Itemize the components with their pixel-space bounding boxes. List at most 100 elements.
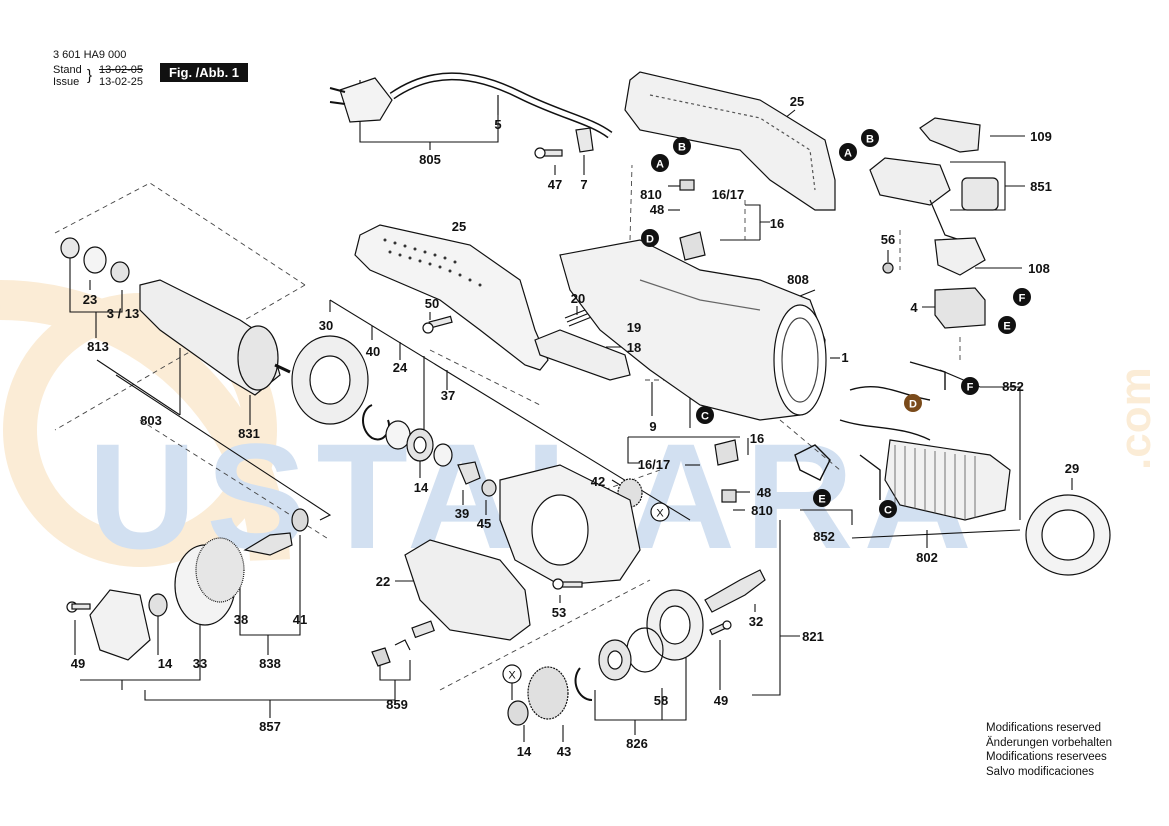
marker-x-mid: X bbox=[650, 502, 670, 522]
issue-label: Issue bbox=[53, 76, 80, 88]
parts bbox=[60, 71, 1111, 726]
label-826: 826 bbox=[626, 736, 648, 751]
part-number: 3 601 HA9 000 bbox=[53, 49, 127, 61]
shroud-29 bbox=[1025, 494, 1111, 576]
svg-text:E: E bbox=[1003, 321, 1010, 333]
modifications-line-de: Änderungen vorbehalten bbox=[986, 736, 1112, 749]
screw-53 bbox=[552, 578, 583, 590]
label-813: 813 bbox=[87, 339, 109, 354]
nut-45 bbox=[481, 479, 497, 497]
part-labels: 5 805 47 7 25 810 48 16/17 16 109 851 56… bbox=[71, 94, 1079, 759]
bearing-plate bbox=[89, 589, 151, 661]
label-810-top: 810 bbox=[640, 187, 662, 202]
label-56: 56 bbox=[881, 232, 895, 247]
label-7: 7 bbox=[580, 177, 587, 192]
modifications-line-es: Salvo modificaciones bbox=[986, 765, 1095, 778]
marker-e-low: E bbox=[813, 489, 831, 507]
label-30: 30 bbox=[319, 318, 333, 333]
label-33: 33 bbox=[193, 656, 207, 671]
modifications-line-fr: Modifications reservees bbox=[986, 751, 1107, 763]
screw-49-right bbox=[709, 620, 732, 636]
label-48-mid: 48 bbox=[757, 485, 771, 500]
washer-14-bottom bbox=[507, 700, 529, 726]
svg-text:C: C bbox=[701, 411, 709, 423]
screw-47 bbox=[534, 147, 563, 159]
bearing-58 bbox=[598, 639, 632, 681]
label-19: 19 bbox=[627, 320, 641, 335]
modifications-note: Modifications reserved Änderungen vorbeh… bbox=[986, 721, 1112, 779]
label-16-mid: 16 bbox=[750, 431, 764, 446]
spindle-32 bbox=[704, 569, 766, 613]
label-857: 857 bbox=[259, 719, 281, 734]
figure-label: Fig. /Abb. 1 bbox=[160, 63, 248, 82]
gear-43 bbox=[527, 666, 569, 720]
handle-half-lower bbox=[354, 224, 549, 371]
label-14-center: 14 bbox=[414, 480, 429, 495]
label-50: 50 bbox=[425, 296, 439, 311]
svg-text:F: F bbox=[967, 382, 974, 394]
nut-56 bbox=[882, 262, 894, 274]
bearing-flange-821 bbox=[646, 589, 704, 661]
label-20: 20 bbox=[571, 291, 585, 306]
svg-text:X: X bbox=[656, 508, 664, 520]
label-38: 38 bbox=[234, 612, 248, 627]
cord-clamp bbox=[575, 127, 594, 153]
svg-text:F: F bbox=[1019, 293, 1026, 305]
wires-852 bbox=[839, 361, 946, 441]
label-25-top: 25 bbox=[790, 94, 804, 109]
marker-d-top: D bbox=[641, 229, 659, 247]
label-39: 39 bbox=[455, 506, 469, 521]
marker-f-mid: F bbox=[961, 377, 979, 395]
label-45: 45 bbox=[477, 516, 491, 531]
label-821: 821 bbox=[802, 629, 824, 644]
label-4: 4 bbox=[910, 300, 918, 315]
label-16-top: 16 bbox=[770, 216, 784, 231]
gear-cover-22 bbox=[404, 539, 531, 641]
motor-housing bbox=[559, 239, 827, 421]
label-109: 109 bbox=[1030, 129, 1052, 144]
watermark-suffix: .com bbox=[1111, 367, 1160, 470]
label-49-right: 49 bbox=[714, 693, 728, 708]
leader-lines bbox=[69, 80, 1073, 742]
label-29: 29 bbox=[1065, 461, 1079, 476]
label-16-17-top: 16/17 bbox=[712, 187, 745, 202]
power-cord bbox=[329, 72, 613, 139]
stand-date: 13-02-05 bbox=[99, 64, 144, 76]
marker-b-top: B bbox=[673, 137, 691, 155]
switch-851 bbox=[869, 157, 999, 241]
brush-holder-top bbox=[679, 231, 706, 261]
label-47: 47 bbox=[548, 177, 562, 192]
bearing-41 bbox=[291, 508, 309, 532]
marker-a-right: A bbox=[839, 143, 857, 161]
label-58: 58 bbox=[654, 693, 668, 708]
label-852-low: 852 bbox=[813, 529, 835, 544]
brace-icon: } bbox=[87, 67, 93, 84]
marker-d-mid: D bbox=[904, 394, 922, 412]
screw-50 bbox=[422, 315, 453, 334]
markers: B A D B A F E F D C E C X X bbox=[502, 129, 1031, 684]
washer-37 bbox=[433, 443, 453, 467]
label-32: 32 bbox=[749, 614, 763, 629]
svg-text:B: B bbox=[866, 134, 874, 146]
marker-c-mid: C bbox=[696, 406, 714, 424]
bearing-14-center bbox=[406, 428, 434, 462]
label-16-17-mid: 16/17 bbox=[638, 457, 671, 472]
modifications-line-en: Modifications reserved bbox=[986, 722, 1102, 734]
screw-49-left bbox=[66, 601, 91, 613]
label-37: 37 bbox=[441, 388, 455, 403]
button-859 bbox=[371, 647, 391, 667]
bearing-flange-30 bbox=[291, 335, 369, 425]
switch-cover-109 bbox=[919, 117, 981, 153]
marker-x-low: X bbox=[502, 664, 522, 684]
spindle-38 bbox=[243, 532, 293, 556]
svg-text:A: A bbox=[844, 148, 852, 160]
svg-text:X: X bbox=[508, 670, 516, 682]
svg-text:D: D bbox=[909, 399, 917, 411]
label-53: 53 bbox=[552, 605, 566, 620]
svg-text:D: D bbox=[646, 234, 654, 246]
label-40: 40 bbox=[366, 344, 380, 359]
label-859: 859 bbox=[386, 697, 408, 712]
label-1: 1 bbox=[841, 350, 848, 365]
svg-text:A: A bbox=[656, 159, 664, 171]
